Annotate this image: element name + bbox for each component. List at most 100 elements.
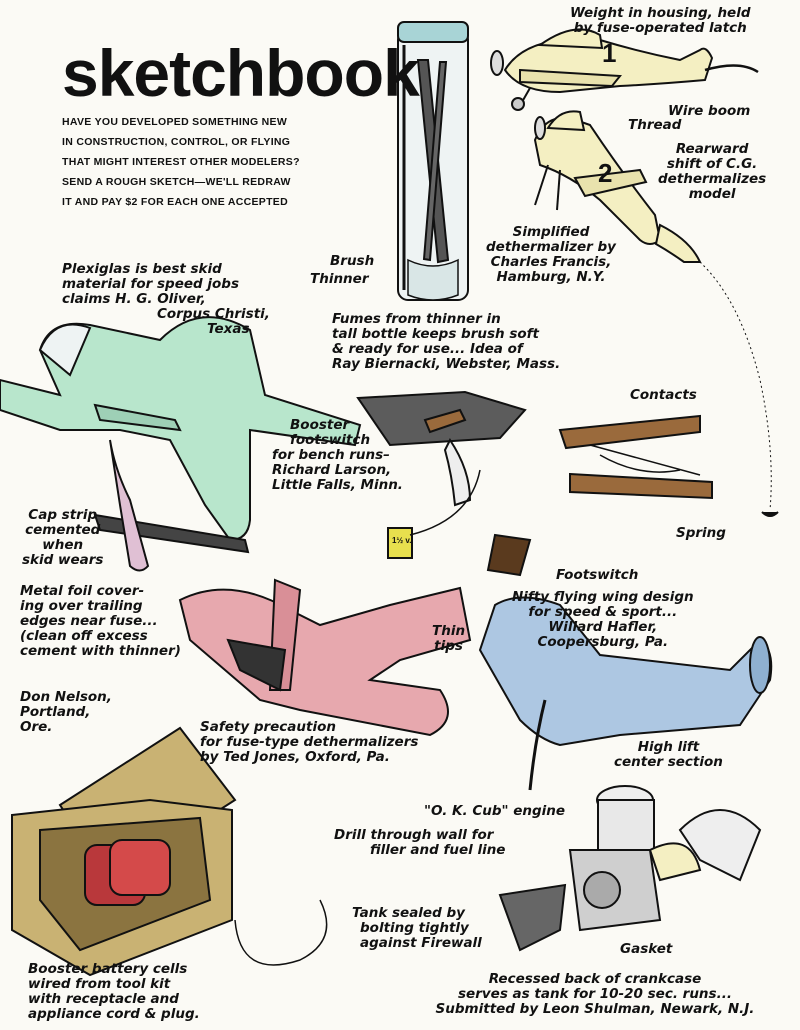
thinner-label: Thinner	[310, 271, 369, 287]
credit-line: Charles Francis,	[490, 254, 612, 270]
intro-line: THAT MIGHT INTEREST OTHER MODELERS?	[62, 156, 300, 168]
credit-line: dethermalizer by	[486, 239, 616, 255]
weight-tip	[761, 511, 779, 517]
flying-wing-caption: Nifty flying wing design for speed & spo…	[512, 590, 694, 650]
caption-line: Drill through wall for	[334, 827, 494, 843]
appliance-cord	[234, 899, 328, 966]
caption-line: Corpus Christi,	[157, 306, 270, 322]
intro-line: SEND A ROUGH SKETCH—WE'LL REDRAW	[62, 176, 291, 188]
caption-line: Thin	[432, 623, 466, 639]
rearward-line: model	[688, 186, 736, 202]
brush-label: Brush	[330, 253, 375, 269]
rearward-line: Rearward	[675, 141, 749, 157]
pink-model	[178, 578, 472, 737]
credit-line: Simplified	[512, 224, 590, 240]
blue-flying-wing	[478, 596, 773, 791]
caption-line: tall bottle keeps brush soft	[332, 326, 539, 342]
caption-line: Nifty flying wing design	[512, 589, 694, 605]
dethermalizer-plane-2	[533, 110, 702, 263]
caption-line: skid wears	[22, 552, 104, 568]
caption-line: Fumes from thinner in	[332, 311, 501, 327]
contacts-label: Contacts	[630, 387, 697, 403]
caption-line: Plexiglas is best skid	[62, 261, 222, 277]
caption-line: when	[42, 537, 84, 553]
page-title: sketchbook	[62, 36, 420, 110]
caption-line: center section	[614, 754, 723, 770]
caption-line: Richard Larson,	[272, 462, 392, 478]
caption-line: Willard Hafler,	[548, 619, 658, 635]
dethermalizer-credit: Simplified dethermalizer by Charles Fran…	[486, 225, 616, 285]
rearward-note: Rearward shift of C.G. dethermalizes mod…	[658, 142, 766, 202]
weight-note: Weight in housing, held by fuse-operated…	[570, 6, 751, 36]
thread-line	[699, 261, 772, 511]
caption-line: Tank sealed by	[352, 905, 465, 921]
caption-line: Texas	[207, 321, 250, 337]
caption-line: Metal foil cover-	[20, 583, 145, 599]
caption-line: High lift	[637, 739, 700, 755]
battery-toolbox	[11, 726, 237, 977]
caption-line: Portland,	[20, 704, 91, 720]
caption-line: Don Nelson,	[20, 689, 112, 705]
caption-line: serves as tank for 10-20 sec. runs...	[458, 986, 732, 1002]
footswitch-assembly	[356, 390, 713, 577]
drill-note: Drill through wall for filler and fuel l…	[334, 828, 505, 858]
engine-caption: Recessed back of crankcase serves as tan…	[420, 972, 770, 1017]
caption-line: for speed & sport...	[528, 604, 678, 620]
caption-line: ing over trailing	[20, 598, 143, 614]
caption-line: with receptacle and	[28, 991, 179, 1007]
caption-line: appliance cord & plug.	[28, 1006, 200, 1022]
brush-bottle	[397, 21, 469, 301]
caption-line: Booster battery cells	[28, 961, 188, 977]
caption-line: against Firewall	[360, 935, 482, 951]
caption-line: by Ted Jones, Oxford, Pa.	[200, 749, 390, 765]
caption-line: edges near fuse...	[20, 613, 158, 629]
rearward-line: dethermalizes	[658, 171, 767, 187]
figure-number-1: 1	[602, 38, 617, 68]
caption-line: Submitted by Leon Shulman, Newark, N.J.	[435, 1001, 755, 1017]
engine-label: "O. K. Cub" engine	[424, 803, 566, 819]
footswitch-label: Footswitch	[556, 567, 639, 583]
caption-line: tips	[434, 638, 463, 654]
caption-line: for bench runs–	[272, 447, 390, 463]
caption-line: cemented	[25, 522, 101, 538]
caption-line: Coopersburg, Pa.	[537, 634, 669, 650]
intro-line: IT AND PAY $2 FOR EACH ONE ACCEPTED	[62, 196, 288, 208]
credit-line: Hamburg, N.Y.	[496, 269, 606, 285]
weight-note-line: by fuse-operated latch	[573, 20, 747, 36]
intro-text: HAVE YOU DEVELOPED SOMETHING NEW IN CONS…	[62, 112, 332, 212]
weight-note-line: Weight in housing, held	[570, 5, 751, 21]
gasket-label: Gasket	[620, 941, 673, 957]
wire-boom-label: Wire boom	[668, 103, 751, 119]
battery-box-credit: Don Nelson, Portland, Ore.	[20, 690, 112, 735]
rearward-line: shift of C.G.	[666, 156, 758, 172]
engine	[498, 785, 762, 952]
foil-caption: Metal foil cover- ing over trailing edge…	[20, 584, 181, 659]
caption-line: bolting tightly	[360, 920, 469, 936]
caption-line: claims H. G. Oliver,	[62, 291, 206, 307]
battery-label: 1½ v.	[392, 536, 412, 545]
battery-box-caption: Booster battery cells wired from tool ki…	[28, 962, 200, 1022]
caption-line: & ready for use... Idea of	[332, 341, 523, 357]
caption-line: wired from tool kit	[28, 976, 171, 992]
high-lift-label: High lift center section	[614, 740, 723, 770]
cap-strip-note: Cap strip cemented when skid wears	[22, 508, 103, 568]
thread-label: Thread	[628, 117, 682, 133]
caption-line: filler and fuel line	[370, 842, 506, 858]
caption-line: Safety precaution	[200, 719, 336, 735]
safety-caption: Safety precaution for fuse-type detherma…	[200, 720, 418, 765]
footswitch-caption: Booster footswitch for bench runs– Richa…	[272, 418, 403, 493]
intro-line: IN CONSTRUCTION, CONTROL, OR FLYING	[62, 136, 291, 148]
caption-line: material for speed jobs	[62, 276, 239, 292]
caption-line: cement with thinner)	[20, 643, 181, 659]
caption-line: footswitch	[290, 432, 371, 448]
brush-caption: Fumes from thinner in tall bottle keeps …	[332, 312, 560, 372]
dethermalizer-plane-1	[490, 28, 759, 111]
tank-note: Tank sealed by bolting tightly against F…	[352, 906, 482, 951]
spring-label: Spring	[676, 525, 726, 541]
figure-number-2: 2	[598, 158, 613, 188]
caption-line: Ore.	[20, 719, 53, 735]
caption-line: (clean off excess	[20, 628, 148, 644]
caption-line: Little Falls, Minn.	[272, 477, 403, 493]
green-speed-model	[0, 316, 362, 572]
